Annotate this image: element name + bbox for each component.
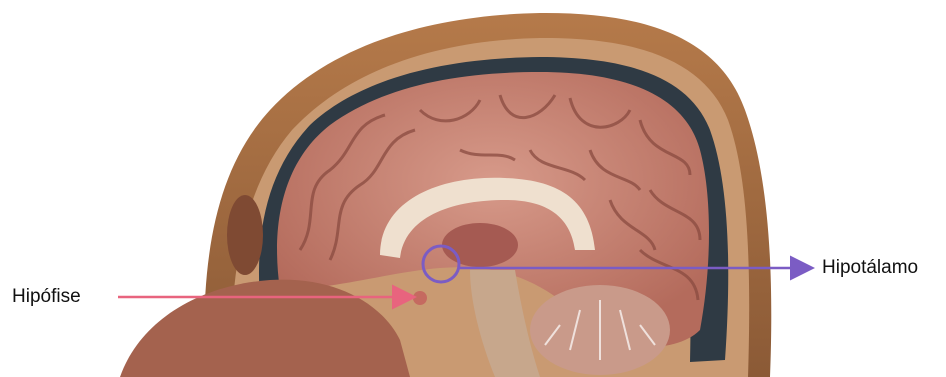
thalamus [442,223,518,267]
pituitary-gland [413,291,427,305]
pituitary-label: Hipófise [12,286,81,308]
hypothalamus-label: Hipotálamo [822,257,918,279]
orbit [227,195,263,275]
